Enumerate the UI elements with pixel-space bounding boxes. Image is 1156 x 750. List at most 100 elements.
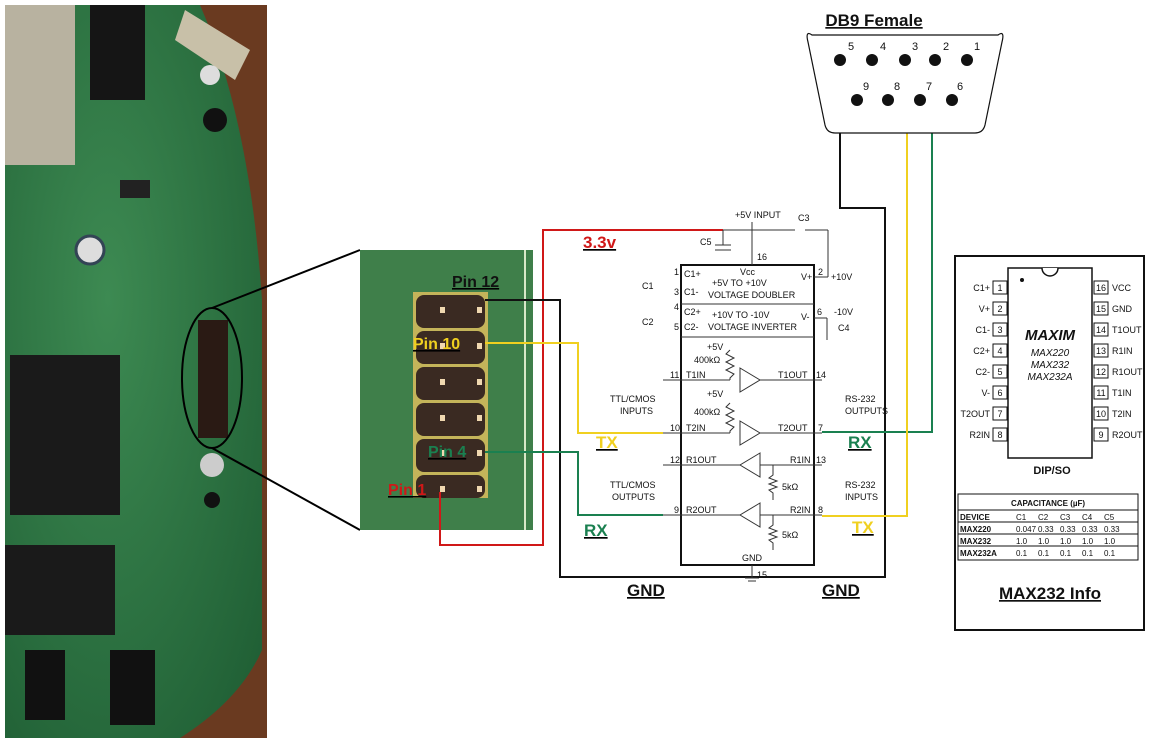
pin-name: C1- bbox=[975, 325, 990, 335]
table-cell: 1.0 bbox=[1104, 537, 1116, 546]
sch-text: +5V bbox=[707, 389, 723, 399]
sch-text: 9 bbox=[674, 505, 679, 515]
sch-text: C5 bbox=[700, 237, 712, 247]
pin-number: 4 bbox=[997, 346, 1002, 356]
max232-schematic bbox=[663, 222, 829, 582]
pin-name: C2+ bbox=[973, 346, 990, 356]
sch-text: +10V TO -10V bbox=[712, 310, 769, 320]
table-cell: MAX232A bbox=[960, 549, 997, 558]
sch-text: T2OUT bbox=[778, 423, 808, 433]
wire-gnd bbox=[485, 60, 886, 578]
table-cell: C1 bbox=[1016, 513, 1027, 522]
max232-info-panel: MAXIM MAX220 MAX232 MAX232A 1C1+2V+3C1-4… bbox=[954, 255, 1145, 631]
gnd-right-label: GND bbox=[822, 581, 860, 600]
pin-box bbox=[1093, 364, 1109, 379]
pin-name: T1IN bbox=[1112, 388, 1132, 398]
gnd-left-label: GND bbox=[627, 581, 665, 600]
pin-name: C2- bbox=[975, 367, 990, 377]
table-cell: 1.0 bbox=[1016, 537, 1028, 546]
sch-text: 400kΩ bbox=[694, 407, 721, 417]
table-cell: C2 bbox=[1038, 513, 1049, 522]
sch-text: VOLTAGE DOUBLER bbox=[708, 290, 796, 300]
pin-box bbox=[1093, 343, 1109, 358]
table-cell: 0.33 bbox=[1104, 525, 1120, 534]
sch-text: 4 bbox=[674, 302, 679, 312]
sch-text: -10V bbox=[834, 307, 853, 317]
rx-right-label: RX bbox=[848, 433, 872, 452]
table-cell: 0.33 bbox=[1082, 525, 1098, 534]
table-title: CAPACITANCE (µF) bbox=[1011, 499, 1085, 508]
sch-text: 6 bbox=[817, 307, 822, 317]
sch-text: GND bbox=[742, 553, 763, 563]
table-cell: 0.1 bbox=[1104, 549, 1116, 558]
sch-text: +5V TO +10V bbox=[712, 278, 767, 288]
pin-name: R1OUT bbox=[1112, 367, 1143, 377]
pin-box bbox=[1093, 322, 1109, 337]
db9-pin-label: 3 bbox=[912, 41, 918, 53]
sch-text: OUTPUTS bbox=[612, 492, 655, 502]
sch-text: C4 bbox=[838, 323, 850, 333]
sch-text: INPUTS bbox=[845, 492, 878, 502]
pin1-label: Pin 1 bbox=[388, 482, 426, 499]
wire-tx-right bbox=[822, 60, 908, 517]
sch-text: RS-232 bbox=[845, 394, 876, 404]
sch-text: 7 bbox=[818, 423, 823, 433]
sch-text: +5V INPUT bbox=[735, 210, 781, 220]
pin-number: 7 bbox=[997, 409, 1002, 419]
part-name: MAX232 bbox=[1031, 360, 1070, 371]
sch-text: 12 bbox=[670, 455, 680, 465]
sch-text: +10V bbox=[831, 272, 852, 282]
table-cell: MAX232 bbox=[960, 537, 992, 546]
db9-pin-label: 9 bbox=[863, 81, 869, 93]
sch-text: 400kΩ bbox=[694, 355, 721, 365]
3v3-label: 3.3v bbox=[583, 233, 617, 252]
pin-box bbox=[992, 385, 1008, 400]
table-cell: 0.047 bbox=[1016, 525, 1037, 534]
sch-text: C2 bbox=[642, 317, 654, 327]
pin-name: R2IN bbox=[969, 430, 990, 440]
sch-text: R2OUT bbox=[686, 505, 717, 515]
sch-text: 5kΩ bbox=[782, 482, 799, 492]
pin-name: GND bbox=[1112, 304, 1133, 314]
table-cell: 0.33 bbox=[1038, 525, 1054, 534]
sch-text: 2 bbox=[818, 267, 823, 277]
wire-tx-left bbox=[485, 342, 663, 434]
sch-text: R1OUT bbox=[686, 455, 717, 465]
sch-text: VOLTAGE INVERTER bbox=[708, 322, 798, 332]
sch-text: V- bbox=[801, 312, 810, 322]
pin-number: 9 bbox=[1098, 430, 1103, 440]
pin-box bbox=[992, 406, 1008, 421]
db9-pin-label: 7 bbox=[926, 81, 932, 93]
pin-name: V+ bbox=[979, 304, 990, 314]
pin-name: R2OUT bbox=[1112, 430, 1143, 440]
sch-text: 13 bbox=[816, 455, 826, 465]
pin10-label: Pin 10 bbox=[413, 336, 460, 353]
pin-number: 6 bbox=[997, 388, 1002, 398]
wire-rx-right bbox=[822, 60, 933, 433]
table-cell: C4 bbox=[1082, 513, 1093, 522]
tx-right-label: TX bbox=[852, 518, 874, 537]
pin-number: 5 bbox=[997, 367, 1002, 377]
pin-number: 14 bbox=[1096, 325, 1106, 335]
pin-box bbox=[992, 343, 1008, 358]
table-cell: C5 bbox=[1104, 513, 1115, 522]
db9-pin-label: 4 bbox=[880, 41, 886, 53]
db9-pin-label: 2 bbox=[943, 41, 949, 53]
table-cell: C3 bbox=[1060, 513, 1071, 522]
table-cell: MAX220 bbox=[960, 525, 992, 534]
pin-number: 16 bbox=[1096, 283, 1106, 293]
sch-text: R1IN bbox=[790, 455, 811, 465]
pin-name: V- bbox=[981, 388, 990, 398]
maxim-logo: MAXIM bbox=[1025, 327, 1076, 344]
sch-text: C1- bbox=[684, 287, 699, 297]
pin-box bbox=[1093, 385, 1109, 400]
table-cell: 1.0 bbox=[1038, 537, 1050, 546]
pin-number: 12 bbox=[1096, 367, 1106, 377]
sch-text: 15 bbox=[757, 570, 767, 580]
db9-pin-label: 5 bbox=[848, 41, 854, 53]
pin-number: 1 bbox=[997, 283, 1002, 293]
pin-box bbox=[1093, 406, 1109, 421]
sch-text: C1+ bbox=[684, 269, 701, 279]
sch-text: INPUTS bbox=[620, 406, 653, 416]
